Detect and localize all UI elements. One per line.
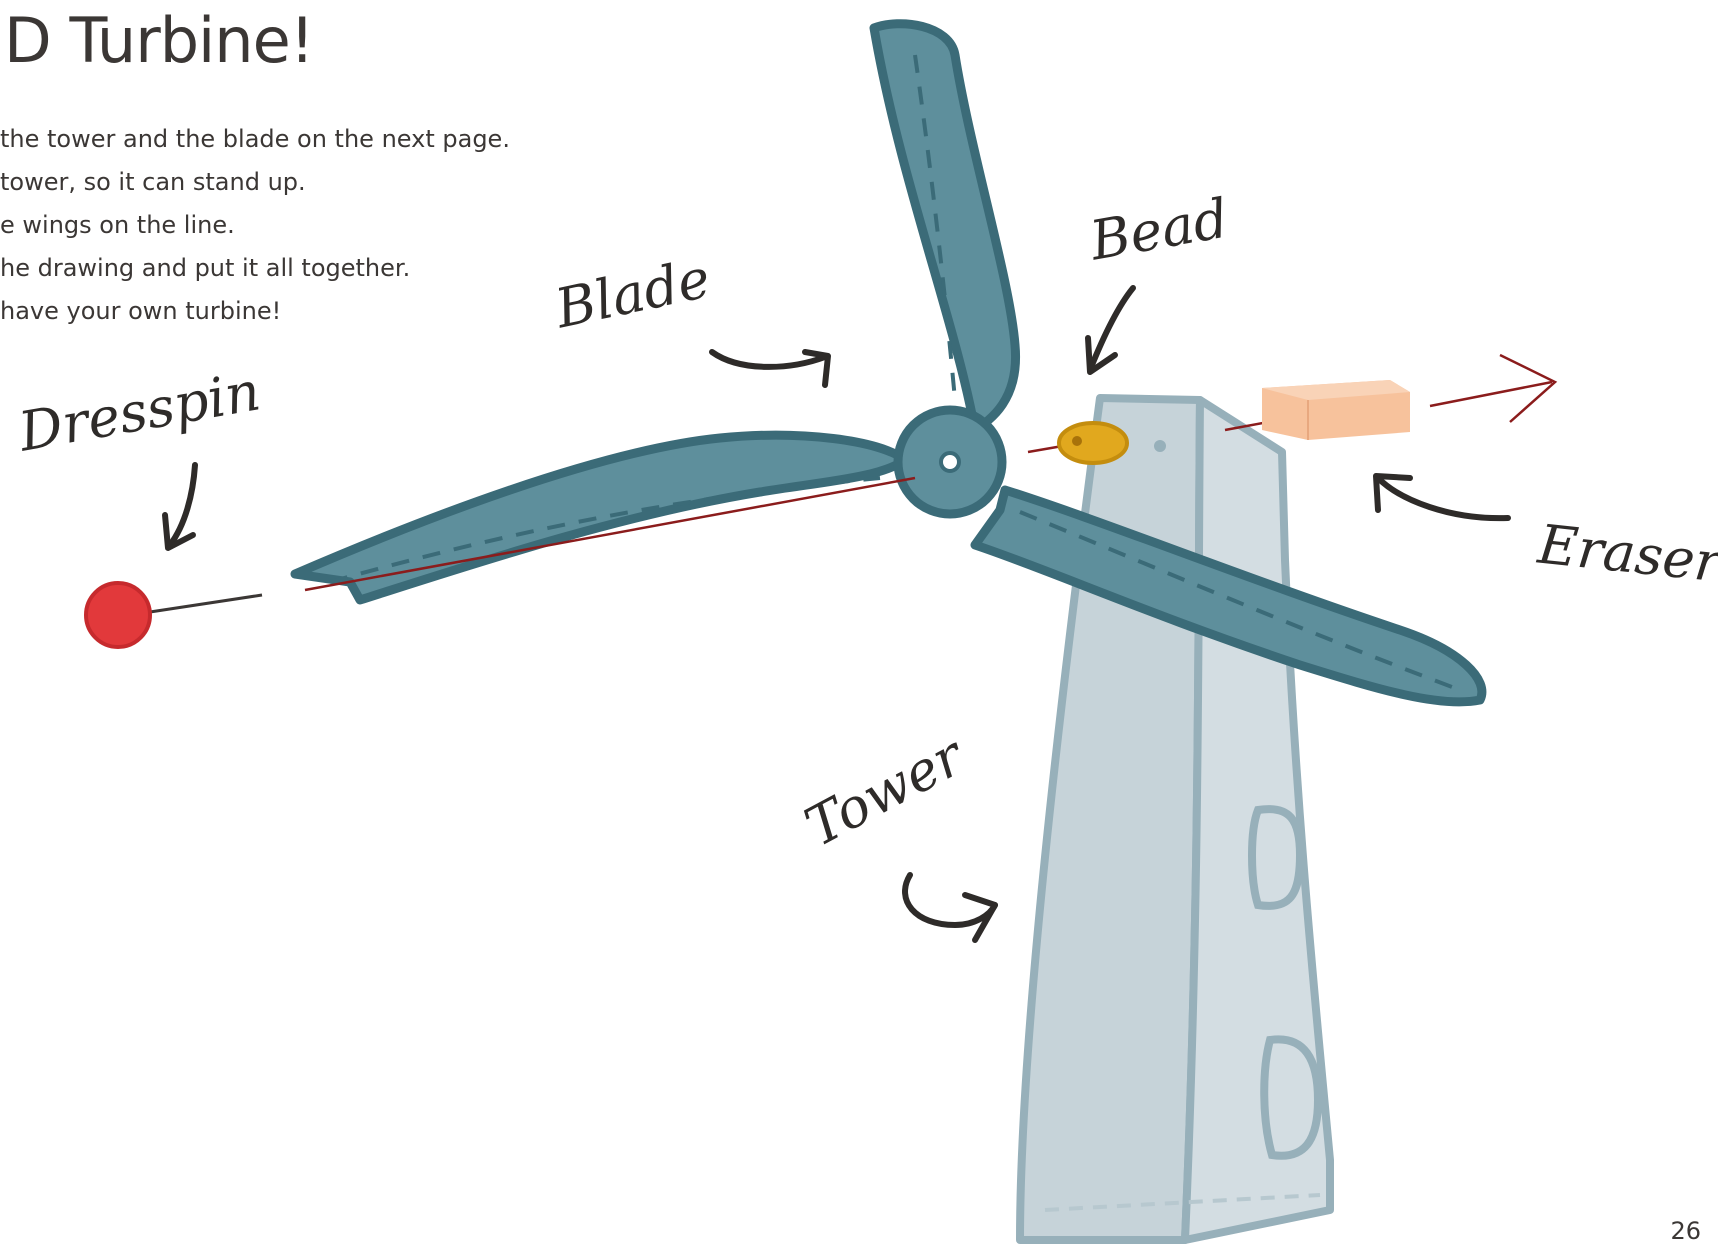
dresspin — [86, 583, 262, 647]
page-number: 26 — [1670, 1217, 1701, 1245]
instruction-step: e wings on the line. — [0, 204, 510, 247]
tower-hole — [1154, 440, 1166, 452]
instruction-step: the tower and the blade on the next page… — [0, 118, 510, 161]
instruction-list: the tower and the blade on the next page… — [0, 118, 510, 333]
eraser-direction-arrow — [1430, 355, 1555, 422]
page-title: D Turbine! — [4, 4, 314, 77]
blade-hub-hole — [941, 453, 959, 471]
bead — [1059, 423, 1127, 463]
instruction-step: tower, so it can stand up. — [0, 161, 510, 204]
instruction-step: have your own turbine! — [0, 290, 510, 333]
eraser-arrow-icon — [1378, 478, 1508, 518]
eraser — [1262, 380, 1410, 440]
instruction-step: he drawing and put it all together. — [0, 247, 510, 290]
